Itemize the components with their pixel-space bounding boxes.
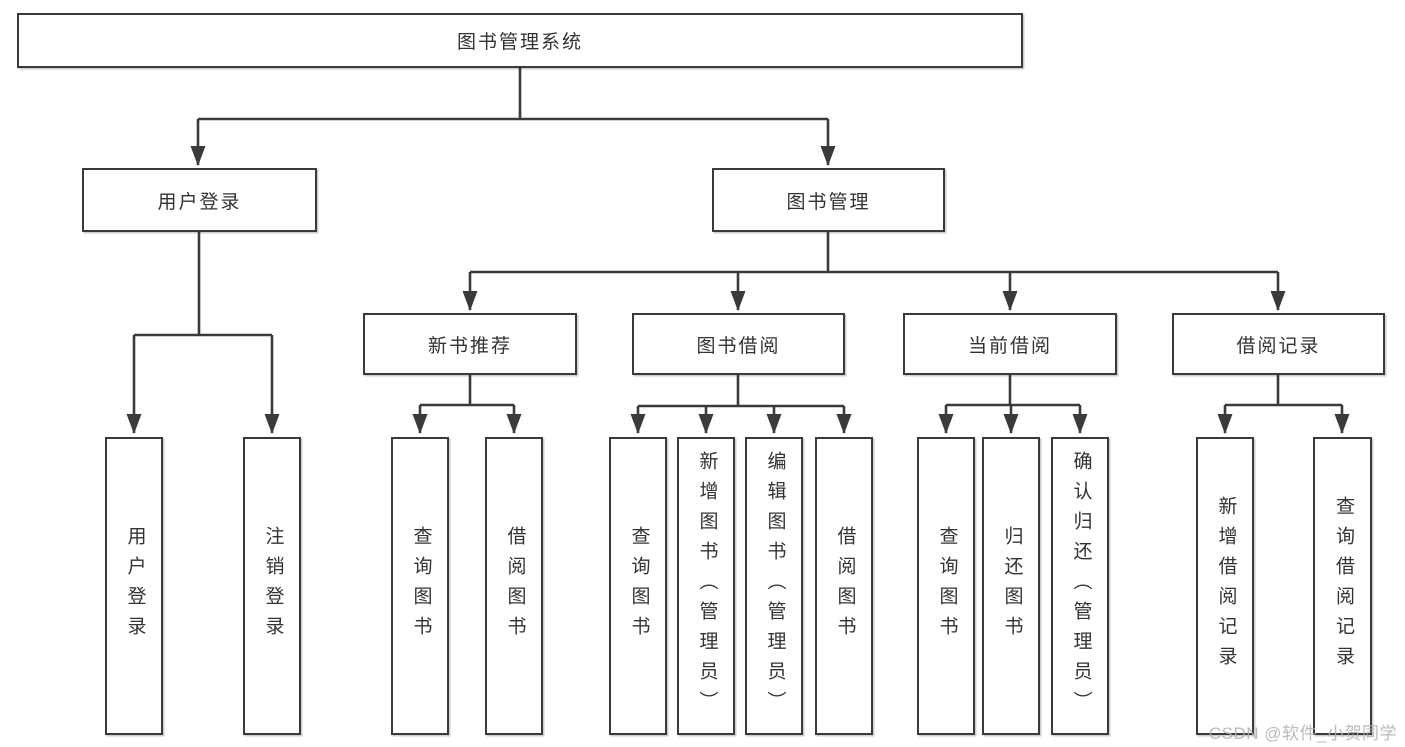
node-user-login: 用户登录: [82, 168, 317, 232]
node-label: 新增图书（管理员）: [696, 451, 718, 721]
node-label: 新增借阅记录: [1215, 496, 1237, 676]
node-label: 注销登录: [262, 526, 284, 646]
node-book-borrowing: 图书借阅: [632, 313, 845, 375]
node-query-books-current: 查询图书: [917, 437, 975, 735]
node-borrowing-records: 借阅记录: [1172, 313, 1385, 375]
node-label: 查询图书: [936, 526, 958, 646]
node-label: 用户登录: [157, 191, 242, 213]
node-return-books: 归还图书: [982, 437, 1040, 735]
node-query-books-recommend: 查询图书: [391, 437, 449, 735]
node-label: 图书管理: [786, 191, 871, 213]
node-label: 查询图书: [628, 526, 650, 646]
node-new-book-recommend: 新书推荐: [363, 313, 577, 375]
node-label: 用户登录: [124, 526, 146, 646]
node-book-management: 图书管理: [712, 168, 945, 232]
node-label: 借阅图书: [504, 526, 526, 646]
node-add-borrow-record: 新增借阅记录: [1196, 437, 1254, 735]
node-label: 借阅图书: [834, 526, 856, 646]
node-logout-action: 注销登录: [243, 437, 301, 735]
node-borrow-books-action: 借阅图书: [815, 437, 873, 735]
node-confirm-return-admin: 确认归还（管理员）: [1051, 437, 1109, 735]
node-add-books-admin: 新增图书（管理员）: [677, 437, 735, 735]
node-label: 新书推荐: [427, 335, 512, 357]
node-label: 归还图书: [1001, 526, 1023, 646]
node-label: 编辑图书（管理员）: [764, 451, 786, 721]
node-label: 图书借阅: [696, 335, 781, 357]
node-label: 当前借阅: [967, 335, 1052, 357]
node-label: 借阅记录: [1236, 335, 1321, 357]
node-edit-books-admin: 编辑图书（管理员）: [745, 437, 803, 735]
node-library-management-system: 图书管理系统: [17, 13, 1023, 68]
node-borrow-books-recommend: 借阅图书: [485, 437, 543, 735]
node-label: 查询图书: [410, 526, 432, 646]
node-label: 确认归还（管理员）: [1070, 451, 1092, 721]
node-current-borrowing: 当前借阅: [903, 313, 1117, 375]
node-label: 查询借阅记录: [1332, 496, 1354, 676]
node-user-login-action: 用户登录: [105, 437, 163, 735]
node-query-books-borrowing: 查询图书: [609, 437, 667, 735]
csdn-watermark: CSDN @软件_小贺同学: [1208, 724, 1397, 743]
node-query-borrow-record: 查询借阅记录: [1313, 437, 1372, 735]
node-label: 图书管理系统: [456, 32, 583, 53]
